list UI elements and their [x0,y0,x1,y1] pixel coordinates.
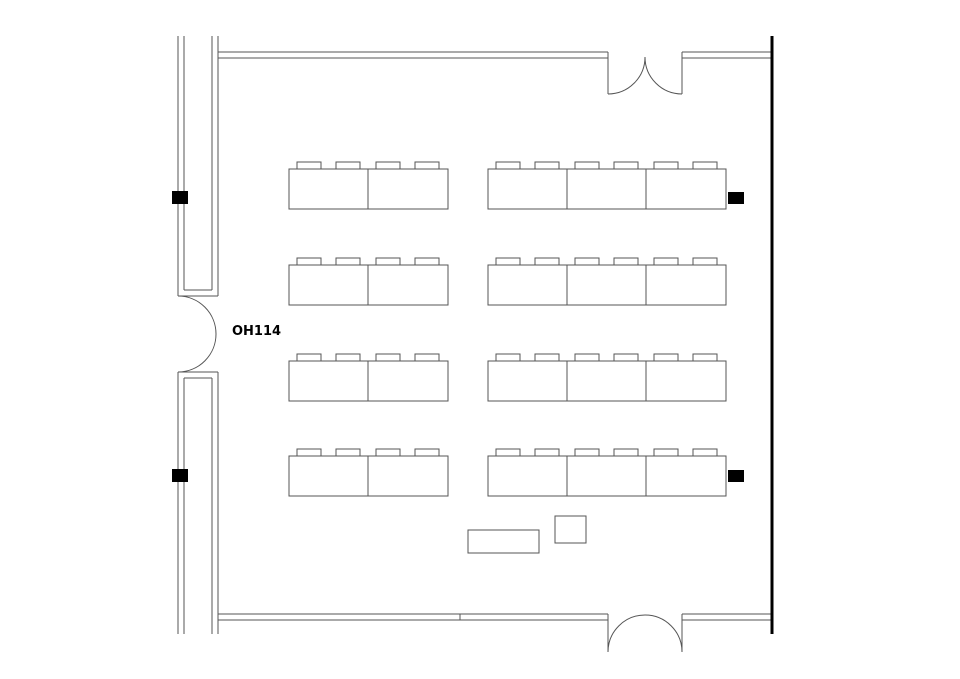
tables [288,161,727,497]
table [487,455,569,497]
chair [375,257,401,266]
door-left [177,295,217,373]
chair [375,353,401,362]
chair [414,353,440,362]
chair [335,161,361,170]
chair [296,161,322,170]
table [645,168,727,210]
table [566,168,648,210]
table [367,264,449,306]
chair [534,161,560,170]
presenter-desk [467,529,540,554]
chair [692,257,718,266]
chair [335,448,361,457]
table [288,360,370,402]
table [367,168,449,210]
walls [177,36,774,634]
door-bottom [607,614,683,653]
chair [375,448,401,457]
lectern [554,515,587,544]
chair [335,353,361,362]
speaker-left-lower [172,469,188,482]
speaker-left-upper [172,191,188,204]
chair [495,353,521,362]
table [288,455,370,497]
table [645,264,727,306]
doors [177,52,683,653]
speaker-right-upper [728,192,744,204]
table [288,168,370,210]
chair [613,448,639,457]
chair [375,161,401,170]
chair [692,161,718,170]
table [487,264,569,306]
table [487,168,569,210]
chair [534,448,560,457]
speaker-right-lower [728,470,744,482]
chair [653,161,679,170]
front-furniture [467,515,587,554]
chair [613,161,639,170]
table [566,360,648,402]
chair [534,257,560,266]
chair [653,448,679,457]
chair [414,448,440,457]
table [645,360,727,402]
chair [574,448,600,457]
chair [414,161,440,170]
chair [335,257,361,266]
table [367,455,449,497]
chair [574,353,600,362]
chair [296,353,322,362]
chair [692,448,718,457]
table [566,264,648,306]
chair [574,257,600,266]
chair [653,257,679,266]
room-label: OH114 [232,324,281,339]
chair [296,448,322,457]
chair [495,448,521,457]
table [645,455,727,497]
table [367,360,449,402]
chair [692,353,718,362]
chair [613,353,639,362]
chair [414,257,440,266]
table [288,264,370,306]
chair [534,353,560,362]
chair [613,257,639,266]
chair [296,257,322,266]
wall-speakers [172,191,744,482]
door-top [607,52,683,95]
table [566,455,648,497]
chair [495,257,521,266]
chair [574,161,600,170]
chair [495,161,521,170]
chair [653,353,679,362]
table [487,360,569,402]
